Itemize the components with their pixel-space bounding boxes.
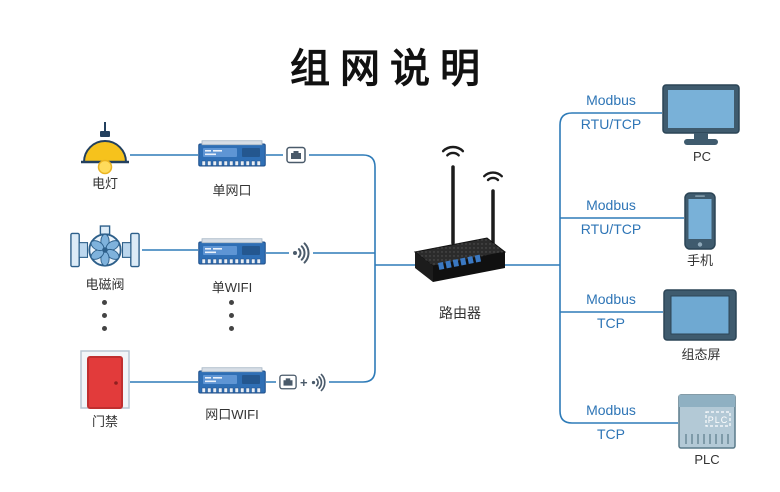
module-single-ethernet-label: 单网口 — [212, 183, 252, 198]
wifi-signal-icon — [289, 242, 313, 264]
transport-label: TCP — [597, 315, 625, 331]
transport-label: RTU/TCP — [580, 221, 642, 237]
plc-device-icon — [678, 392, 736, 455]
pc-monitor-icon — [662, 84, 742, 153]
transport-label: RTU/TCP — [580, 116, 642, 132]
module-single-wifi-label: 单WIFI — [211, 280, 253, 295]
phone-icon — [684, 192, 716, 255]
lamp-icon — [70, 122, 140, 182]
protocol-label: Modbus — [586, 402, 636, 418]
protocol-label: Modbus — [586, 197, 636, 213]
ellipsis-dots — [229, 300, 234, 331]
module-single-ethernet-icon — [198, 140, 266, 175]
door-label: 门禁 — [91, 414, 118, 429]
protocol-label: Modbus — [586, 291, 636, 307]
module-ethernet-wifi-label: 网口WIFI — [205, 407, 259, 422]
transport-label: TCP — [597, 426, 625, 442]
router-icon — [405, 135, 515, 305]
lamp-label: 电灯 — [91, 176, 118, 191]
diagram-title: 组网说明 — [290, 47, 490, 91]
hmi-label: 组态屏 — [681, 347, 721, 362]
hmi-screen-icon — [663, 289, 737, 346]
module-ethernet-wifi-icon — [198, 367, 266, 402]
ellipsis-dots — [102, 300, 107, 331]
ethernet-port-icon — [283, 144, 309, 166]
plus-sign: + — [300, 374, 308, 390]
pc-label: PC — [692, 149, 712, 164]
plc-device-text: PLC — [707, 415, 729, 425]
phone-label: 手机 — [686, 253, 713, 268]
module-single-wifi-icon — [198, 238, 266, 273]
protocol-label: Modbus — [586, 92, 636, 108]
plc-label: PLC — [694, 452, 720, 467]
router-label: 路由器 — [439, 305, 481, 321]
ethernet-port-icon — [279, 374, 297, 390]
valve-icon — [70, 224, 140, 281]
wifi-signal-icon — [311, 373, 326, 391]
ethernet-plus-wifi-icon: + — [276, 371, 329, 393]
door-icon — [80, 350, 130, 415]
valve-label: 电磁阀 — [85, 277, 125, 292]
